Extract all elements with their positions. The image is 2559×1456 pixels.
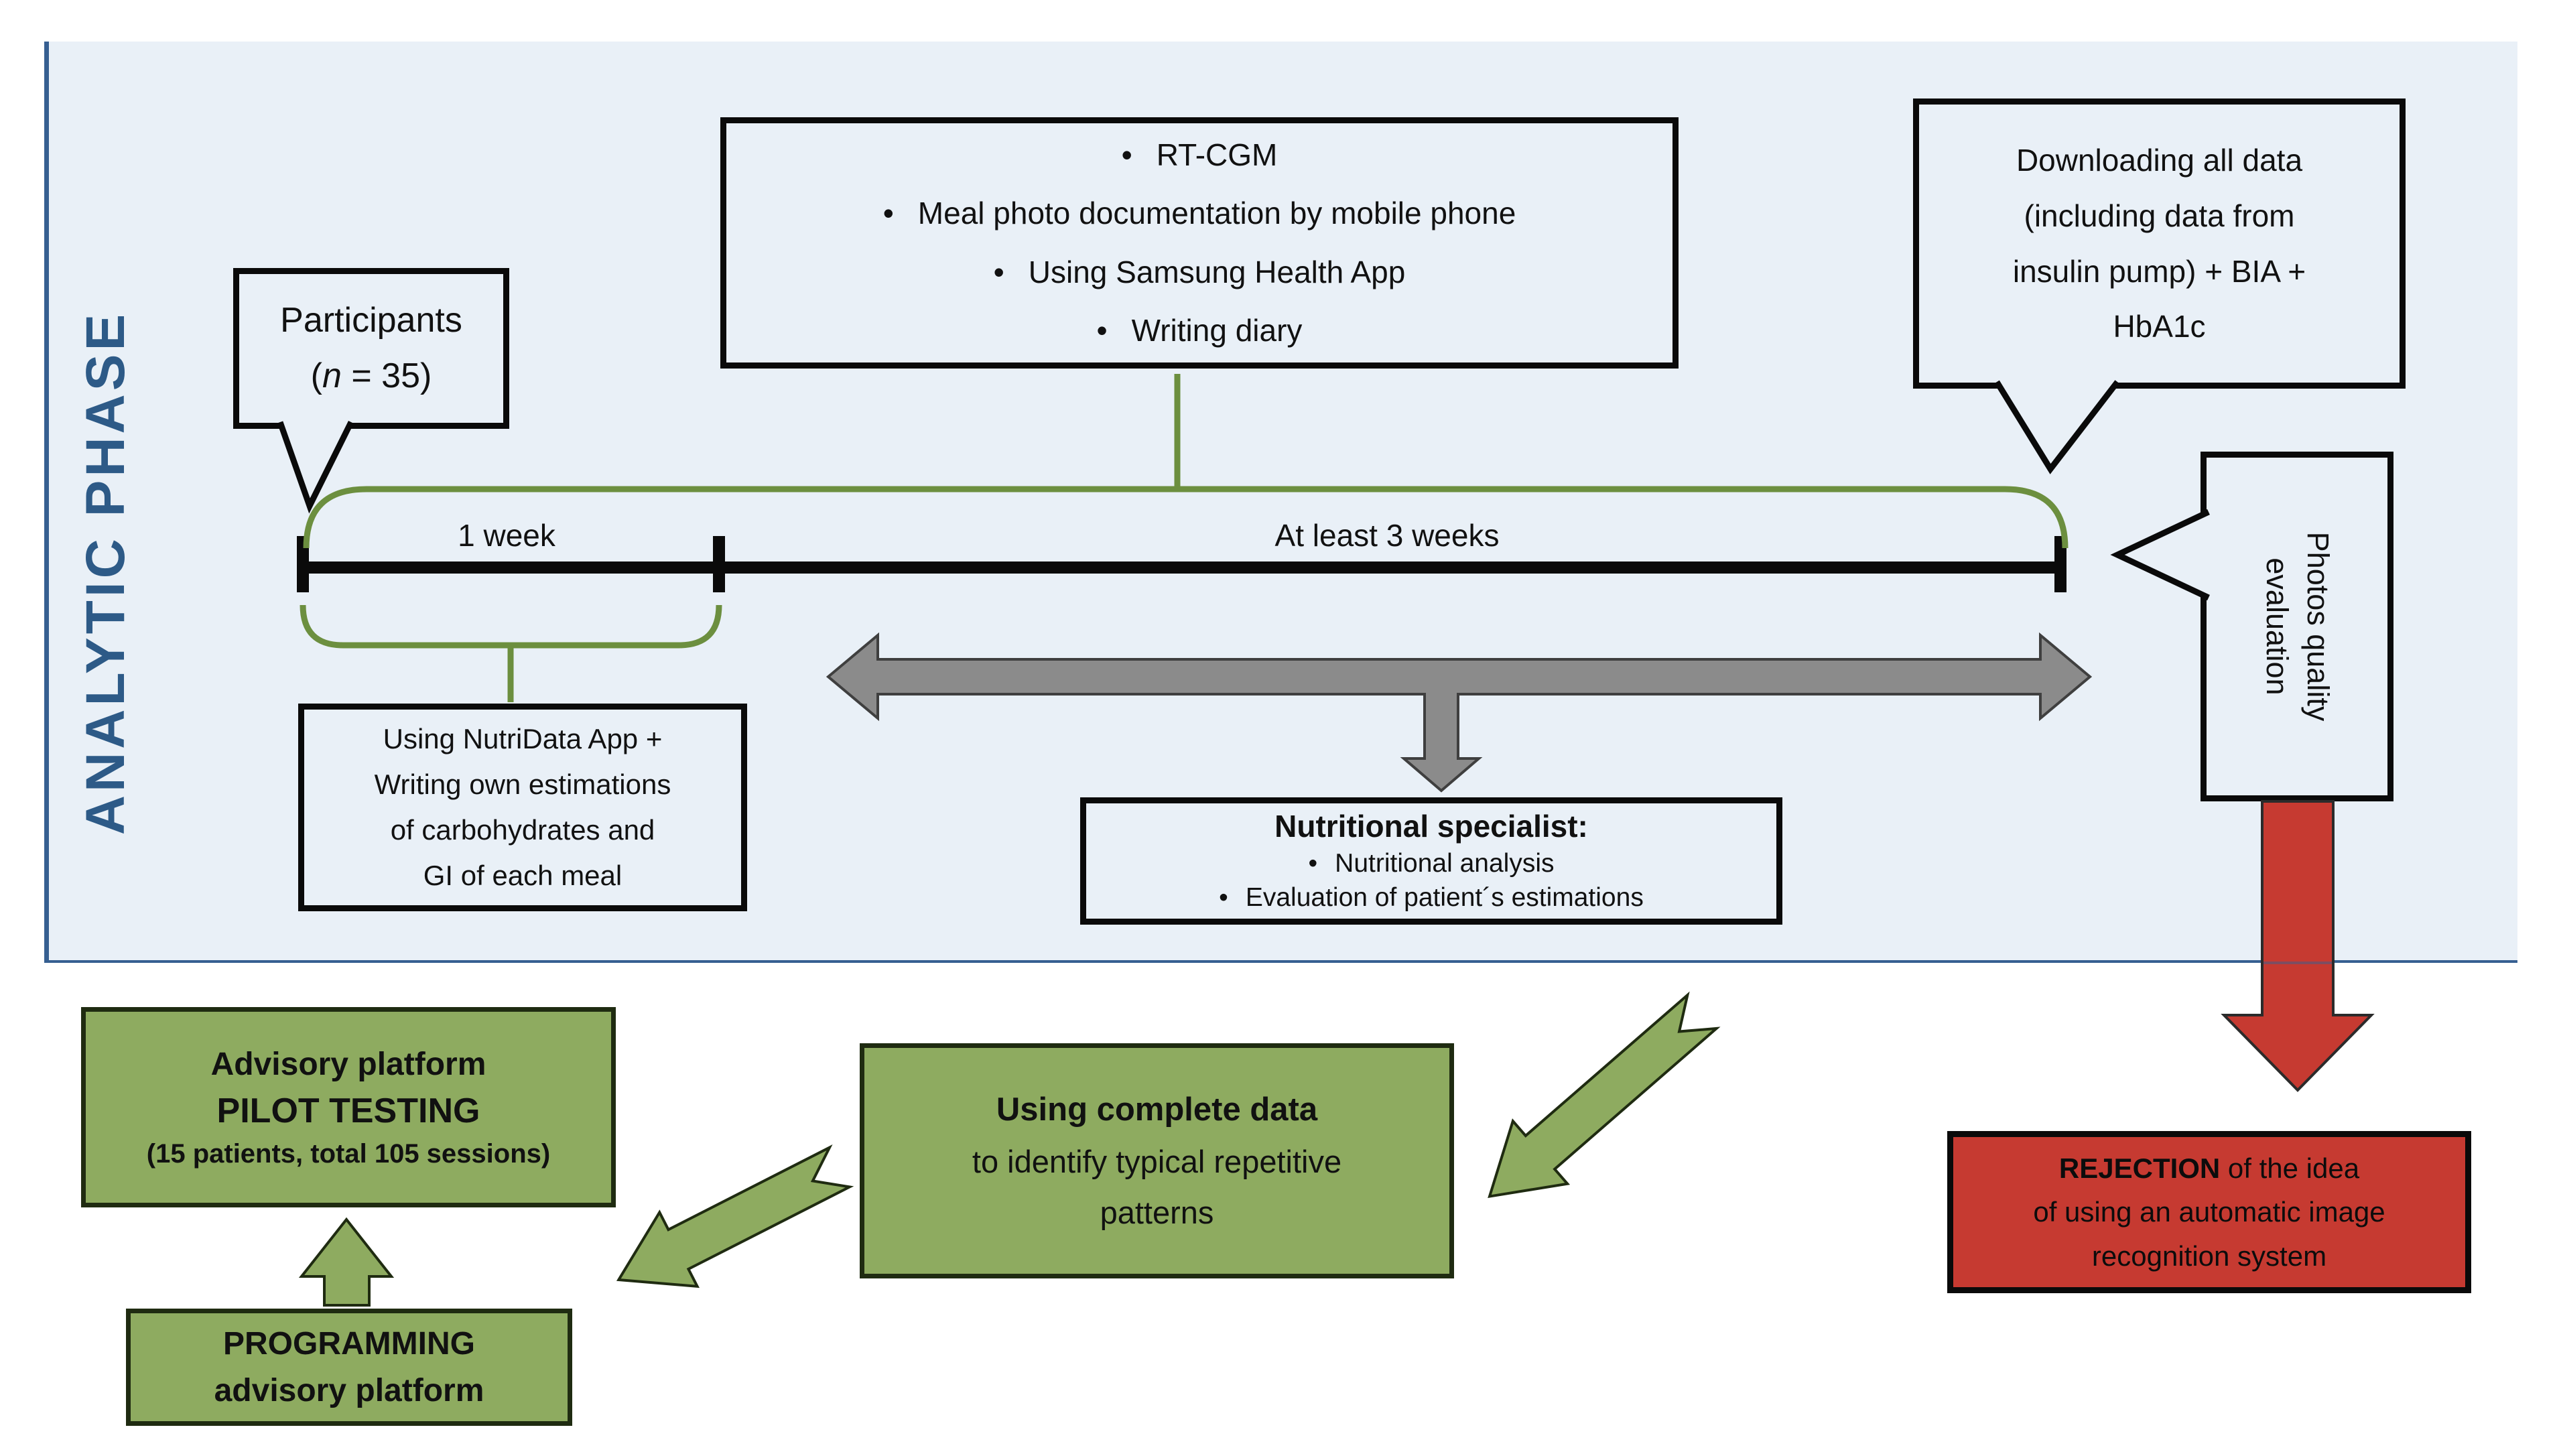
specialist-title: Nutritional specialist:	[1274, 809, 1588, 844]
analytic-phase-title: ANALYTIC PHASE	[66, 231, 146, 915]
nutridata-line: of carbohydrates and	[390, 814, 655, 846]
complete-data-box: Using complete data to identify typical …	[860, 1043, 1454, 1278]
nutridata-box: Using NutriData App + Writing own estima…	[298, 704, 747, 911]
photos-quality-callout: Photos quality evaluation	[2201, 452, 2393, 801]
participants-callout: Participants (n = 35)	[233, 268, 509, 429]
programming-line2: advisory platform	[214, 1372, 484, 1408]
specialist-item: •Evaluation of patient´s estimations	[1219, 882, 1644, 912]
complete-data-line3: patterns	[1100, 1195, 1214, 1231]
activities-box: •RT-CGM •Meal photo documentation by mob…	[720, 117, 1679, 369]
rejection-line1: REJECTION of the idea	[2058, 1152, 2360, 1185]
timeline-label-1week: 1 week	[458, 518, 555, 553]
activity-item: •Using Samsung Health App	[993, 254, 1406, 289]
pilot-testing-box: Advisory platform PILOT TESTING (15 pati…	[81, 1007, 616, 1207]
pilot-line3: (15 patients, total 105 sessions)	[146, 1139, 551, 1169]
complete-data-line2: to identify typical repetitive	[972, 1144, 1342, 1180]
download-line: (including data from	[2024, 198, 2295, 233]
photos-line: evaluation	[2260, 557, 2294, 696]
participants-line: Participants	[280, 300, 462, 340]
specialist-box: Nutritional specialist: •Nutritional ana…	[1080, 797, 1782, 925]
rejection-line2: of using an automatic image	[2033, 1196, 2385, 1228]
activity-item: •Writing diary	[1096, 312, 1303, 348]
complete-data-line1: Using complete data	[996, 1091, 1318, 1128]
download-line: HbA1c	[2113, 309, 2206, 344]
download-line: Downloading all data	[2016, 142, 2303, 178]
nutridata-line: Using NutriData App +	[383, 722, 663, 754]
rejection-box: REJECTION of the idea of using an automa…	[1947, 1131, 2471, 1293]
photos-line: Photos quality	[2300, 531, 2335, 722]
download-line: insulin pump) + BIA +	[2012, 253, 2306, 289]
timeline-label-3weeks: At least 3 weeks	[1274, 518, 1500, 553]
participants-n-line: (n = 35)	[310, 356, 432, 395]
nutridata-line: GI of each meal	[423, 860, 622, 892]
pilot-line1: Advisory platform	[210, 1046, 486, 1082]
activity-item: •Meal photo documentation by mobile phon…	[882, 196, 1516, 231]
programming-box: PROGRAMMING advisory platform	[126, 1309, 572, 1426]
arrow-to-programming	[616, 1144, 854, 1288]
specialist-item: •Nutritional analysis	[1308, 849, 1555, 878]
activity-item: •RT-CGM	[1121, 137, 1278, 172]
programming-line1: PROGRAMMING	[223, 1325, 475, 1362]
arrow-programming-to-pilot	[298, 1217, 395, 1307]
pilot-line2: PILOT TESTING	[216, 1091, 480, 1130]
analytic-phase-label: ANALYTIC PHASE	[75, 310, 136, 836]
arrow-to-complete-data	[1488, 991, 1721, 1199]
rejection-line3: recognition system	[2091, 1240, 2327, 1272]
download-data-callout: Downloading all data (including data fro…	[1913, 98, 2406, 389]
nutridata-line: Writing own estimations	[374, 768, 671, 800]
